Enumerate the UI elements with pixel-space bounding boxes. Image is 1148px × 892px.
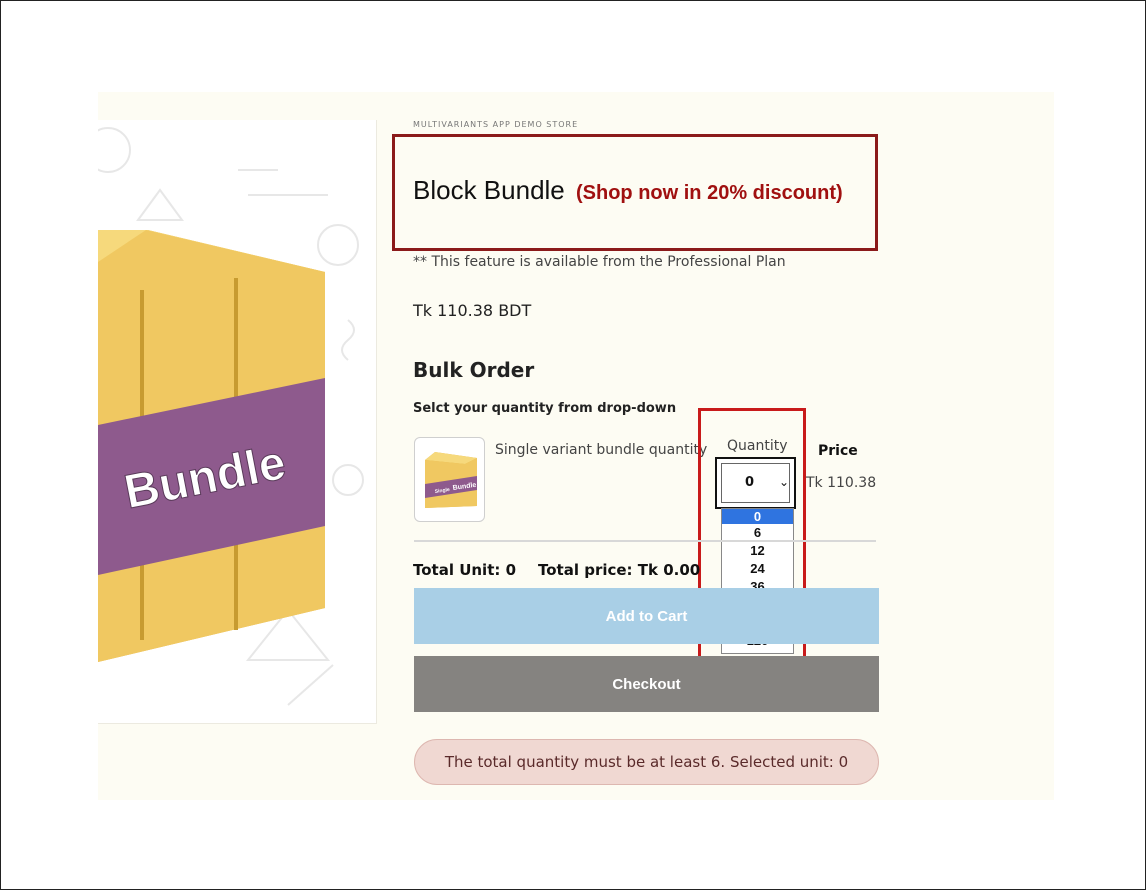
thumbnail-bundle-text: Bundle <box>452 482 477 492</box>
product-box-illustration: Bundle <box>98 127 364 706</box>
store-name: MULTIVARIANTS APP DEMO STORE <box>413 120 579 129</box>
product-title-text: Block Bundle <box>413 175 565 205</box>
quantity-option[interactable]: 24 <box>750 561 765 576</box>
total-unit: Total Unit: 0 <box>413 561 517 579</box>
add-to-cart-button[interactable]: Add to Cart <box>414 588 879 644</box>
variant-thumbnail: Single Bundle <box>414 437 485 522</box>
quantity-option[interactable]: 0 <box>722 509 793 524</box>
thumbnail-box-icon: Single Bundle <box>425 452 477 508</box>
quantity-select[interactable]: 0 ⌄ <box>715 457 796 509</box>
title-highlight-box <box>392 134 878 251</box>
product-price: Tk 110.38 BDT <box>413 301 532 320</box>
quantity-option[interactable]: 6 <box>753 525 762 540</box>
thumbnail-single-text: Single <box>434 487 450 495</box>
variant-price: Tk 110.38 <box>806 475 877 491</box>
product-image: Bundle <box>98 120 377 724</box>
variant-label: Single variant bundle quantity <box>495 442 708 458</box>
price-header: Price <box>818 443 858 459</box>
quantity-select-value: 0 <box>745 475 755 490</box>
chevron-down-icon: ⌄ <box>779 475 790 489</box>
quantity-select-inner <box>721 463 790 503</box>
checkout-button[interactable]: Checkout <box>414 656 879 712</box>
bulk-order-title: Bulk Order <box>413 358 535 382</box>
quantity-header: Quantity <box>727 438 788 454</box>
quantity-option[interactable]: 12 <box>750 543 765 558</box>
divider <box>414 540 876 542</box>
feature-note: ** This feature is available from the Pr… <box>413 254 786 270</box>
min-quantity-alert: The total quantity must be at least 6. S… <box>414 739 879 785</box>
total-price: Total price: Tk 0.00 <box>538 561 701 579</box>
bulk-order-subtitle: Selct your quantity from drop-down <box>413 401 677 416</box>
product-title: Block Bundle (Shop now in 20% discount) <box>413 175 843 206</box>
promo-text: (Shop now in 20% discount) <box>576 182 843 204</box>
